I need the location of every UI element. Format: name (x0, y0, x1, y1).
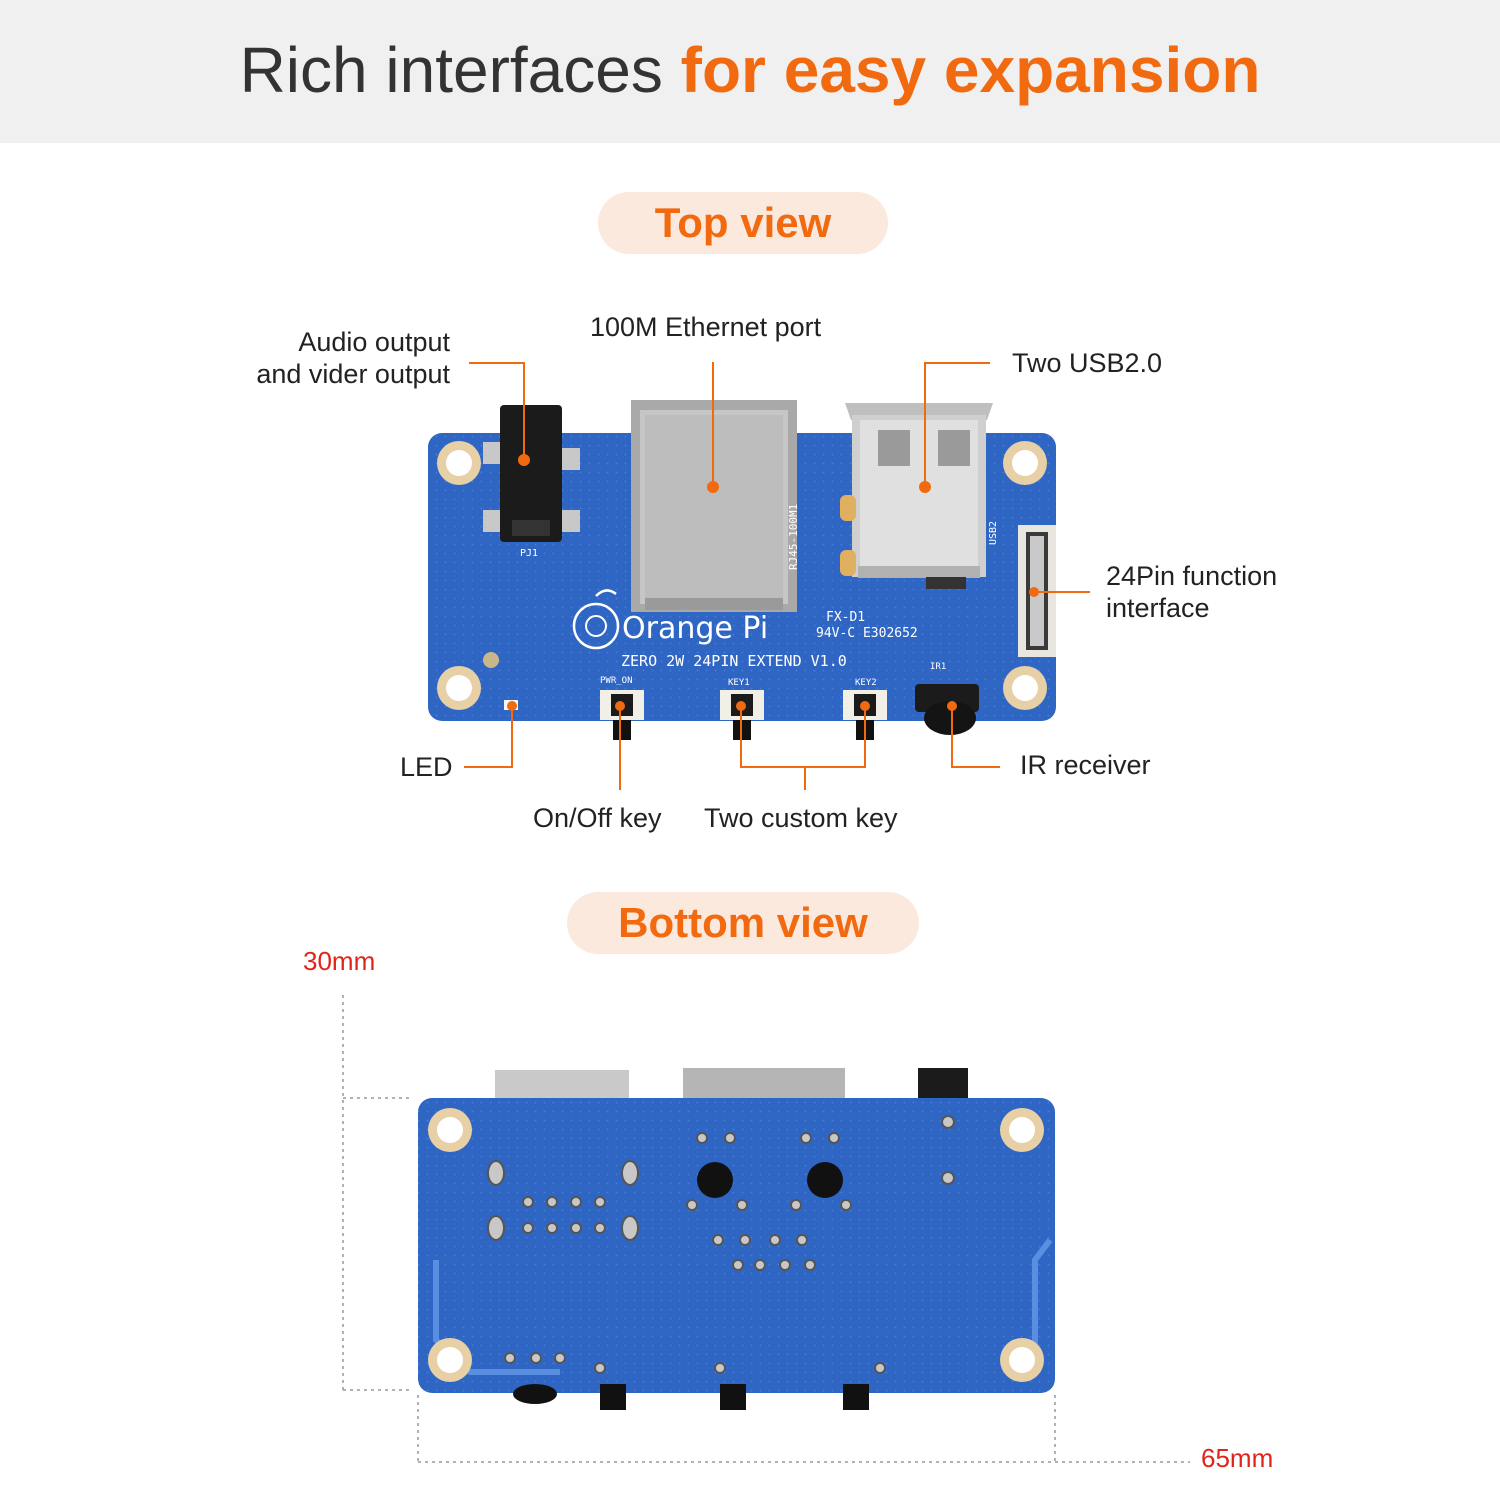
label-usb: Two USB2.0 (1012, 348, 1163, 378)
silk-pwr: PWR_ON (600, 676, 633, 686)
width-dimension-label: 65mm (1201, 1443, 1274, 1473)
label-audio-line1: Audio output (298, 327, 450, 357)
label-onoff-key: On/Off key (533, 803, 662, 833)
silk-board-name: ZERO 2W 24PIN EXTEND V1.0 (621, 652, 847, 670)
label-ethernet: 100M Ethernet port (590, 312, 822, 342)
bottom-board (342, 995, 1190, 1463)
title-part-2: for easy expansion (680, 34, 1261, 106)
silk-fx: FX-D1 (826, 610, 865, 625)
ethernet-port: RJ45-100M1 (631, 400, 800, 612)
label-24pin-line1: 24Pin function (1106, 561, 1278, 591)
label-24pin: 24Pin function interface (1106, 560, 1277, 624)
label-ir-receiver: IR receiver (1020, 750, 1151, 780)
mounting-hole-tr (1003, 441, 1047, 485)
top-view-heading: Top view (598, 192, 888, 254)
silk-usb2: USB2 (988, 521, 999, 545)
silk-ir1: IR1 (930, 662, 946, 672)
label-audio-line2: and vider output (256, 359, 450, 389)
silk-cert: 94V-C E302652 (816, 626, 918, 641)
label-custom-key: Two custom key (704, 803, 898, 833)
audio-jack: PJ1 (483, 405, 580, 559)
top-board: PJ1 RJ45-100M1 USB2 (428, 362, 1090, 790)
silk-logo: Orange Pi (622, 611, 768, 646)
silk-key1: KEY1 (728, 678, 750, 688)
mounting-hole-tl (437, 441, 481, 485)
label-24pin-line2: interface (1106, 593, 1210, 623)
dimension-lines (342, 995, 1190, 1463)
label-audio-output: Audio output and vider output (200, 326, 450, 390)
mounting-hole-br (1003, 666, 1047, 710)
header-bar (0, 0, 1500, 143)
label-led: LED (400, 752, 453, 782)
height-dimension-label: 30mm (303, 946, 376, 976)
silk-rj45: RJ45-100M1 (787, 504, 800, 570)
silk-key2: KEY2 (855, 678, 877, 688)
orange-pi-logo: Orange Pi (572, 589, 768, 650)
title-part-1: Rich interfaces (239, 34, 681, 106)
usb-port: USB2 (840, 403, 999, 589)
silk-pj1: PJ1 (520, 548, 538, 559)
page-title: Rich interfaces for easy expansion (0, 30, 1500, 110)
bottom-view-heading: Bottom view (567, 892, 919, 954)
leader-lines (464, 362, 1090, 790)
solder-joints (487, 1115, 955, 1374)
ir-receiver: IR1 (915, 662, 979, 735)
mounting-hole-bl (437, 666, 481, 710)
